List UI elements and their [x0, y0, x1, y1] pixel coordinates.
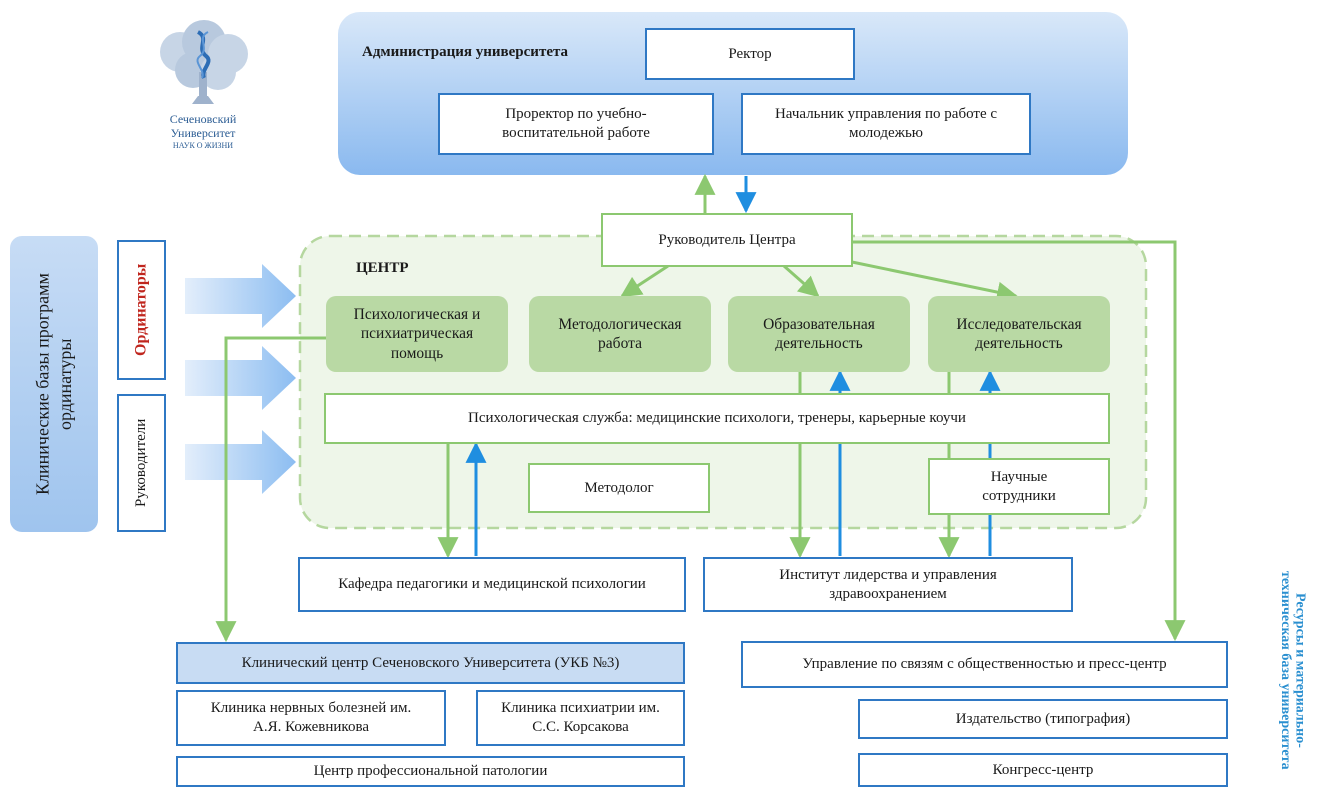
supervisors-label: Руководители — [133, 418, 150, 508]
clinical-bases-text: Клинические базы программ ординатуры — [32, 273, 76, 495]
admin-title: Администрация университета — [362, 44, 569, 60]
psychiatry-clinic-box[interactable]: Клиника психиатрии им. С.С. Корсакова — [476, 690, 685, 746]
resources-side-label: Ресурсы и материально-техническая база у… — [1262, 560, 1322, 780]
center-label: ЦЕНТР — [356, 260, 409, 276]
center-head-label: Руководитель Центра — [658, 231, 796, 248]
congress-box[interactable]: Конгресс-центр — [858, 753, 1228, 787]
flow-arrow-2 — [185, 346, 296, 410]
sechenov-logo: Сеченовский Университет НАУК О ЖИЗНИ — [148, 18, 258, 158]
institute-label: Институт лидерства и управления здравоох… — [779, 566, 997, 602]
clinical-center-box[interactable]: Клинический центр Сеченовского Университ… — [176, 642, 685, 684]
dept-methodology[interactable]: Методологическая работа — [529, 296, 711, 372]
residents-label: Ординаторы — [132, 263, 150, 357]
kafedra-box[interactable]: Кафедра педагогики и медицинской психоло… — [298, 557, 686, 612]
youth-head-label: Начальник управления по работе с молодеж… — [774, 106, 998, 141]
resources-side-text: Ресурсы и материально-техническая база у… — [1278, 570, 1308, 770]
dept-psych-help[interactable]: Психологическая и психиатрическая помощь — [326, 296, 508, 372]
kafedra-label: Кафедра педагогики и медицинской психоло… — [338, 576, 646, 593]
tree-logo-icon — [160, 20, 248, 104]
nervous-clinic-label: Клиника нервных болезней им. А.Я. Кожевн… — [210, 700, 412, 735]
pr-box[interactable]: Управление по связям с общественностью и… — [741, 641, 1228, 688]
dept-psych-help-label: Психологическая и психиатрическая помощь — [353, 305, 481, 362]
pathology-center-label: Центр профессиональной патологии — [313, 763, 548, 780]
logo-line1: Сеченовский — [169, 112, 237, 126]
center-head-box[interactable]: Руководитель Центра — [601, 213, 853, 267]
dept-education-label: Образовательная деятельность — [763, 315, 875, 352]
rector-label: Ректор — [728, 45, 772, 62]
pr-label: Управление по связям с общественностью и… — [802, 656, 1167, 673]
flow-arrow-1 — [185, 264, 296, 328]
connector-head-to-dept1 — [620, 264, 669, 298]
researchers-label: Научные сотрудники — [982, 468, 1056, 504]
dept-research-label: Исследовательская деятельность — [956, 315, 1082, 352]
methodologist-label: Методолог — [584, 479, 654, 496]
logo-line3: НАУК О ЖИЗНИ — [172, 141, 234, 150]
youth-head-box[interactable]: Начальник управления по работе с молодеж… — [741, 93, 1031, 155]
publishing-label: Издательство (типография) — [955, 710, 1131, 727]
institute-box[interactable]: Институт лидерства и управления здравоох… — [703, 557, 1073, 612]
dept-education[interactable]: Образовательная деятельность — [728, 296, 910, 372]
nervous-clinic-box[interactable]: Клиника нервных болезней им. А.Я. Кожевн… — [176, 690, 446, 746]
prorector-box[interactable]: Проректор по учебно-воспитательной работ… — [438, 93, 714, 155]
psych-service-box[interactable]: Психологическая служба: медицинские псих… — [324, 393, 1110, 444]
supervisors-box[interactable]: Руководители — [117, 394, 166, 532]
clinical-center-label: Клинический центр Сеченовского Университ… — [241, 654, 620, 671]
residents-box[interactable]: Ординаторы — [117, 240, 166, 380]
connector-head-to-dept3 — [851, 260, 1019, 303]
dept-methodology-label: Методологическая работа — [558, 315, 682, 352]
logo-line2: Университет — [170, 126, 236, 140]
pathology-center-box[interactable]: Центр профессиональной патологии — [176, 756, 685, 787]
psych-service-label: Психологическая служба: медицинские псих… — [468, 410, 966, 427]
connector-head-to-dept2 — [783, 264, 820, 298]
flow-arrow-3 — [185, 430, 296, 494]
psychiatry-clinic-label: Клиника психиатрии им. С.С. Корсакова — [501, 700, 660, 735]
methodologist-box[interactable]: Методолог — [528, 463, 710, 513]
rector-box[interactable]: Ректор — [645, 28, 855, 80]
dept-research[interactable]: Исследовательская деятельность — [928, 296, 1110, 372]
researchers-box[interactable]: Научные сотрудники — [928, 458, 1110, 515]
clinical-bases-label: Клинические базы программ ординатуры — [10, 236, 98, 532]
prorector-label: Проректор по учебно-воспитательной работ… — [502, 106, 650, 141]
publishing-box[interactable]: Издательство (типография) — [858, 699, 1228, 739]
congress-label: Конгресс-центр — [992, 761, 1094, 778]
